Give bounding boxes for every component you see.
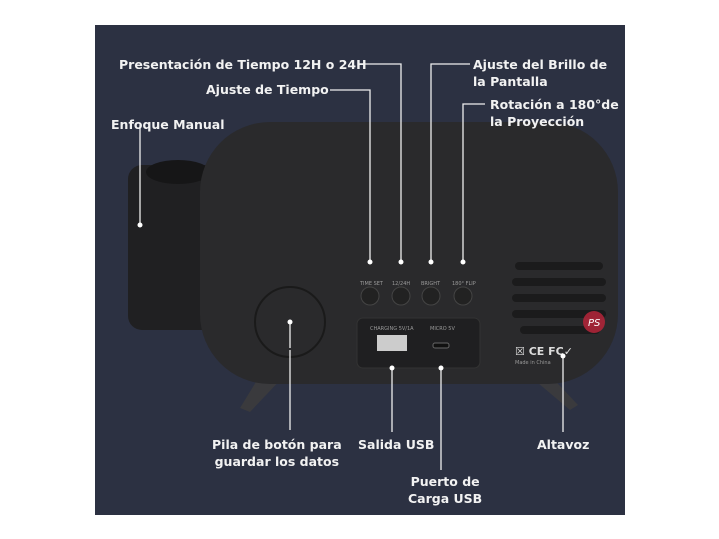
callout-lines [139,63,564,470]
label-rotation-line2: la Proyección [490,114,585,129]
label-brightness: Ajuste del Brillo de la Pantalla [473,56,607,90]
label-usb-out: Salida USB [358,437,435,452]
lens-housing [128,165,218,330]
micro-usb-port [432,342,450,349]
flip-button [453,286,473,306]
svg-text:180° FLIP: 180° FLIP [452,281,476,287]
label-charging-port: Puerto de Carga USB [408,473,482,507]
label-brightness-line1: Ajuste del Brillo de [473,57,608,72]
time-set-button [360,286,380,306]
watermark: PS [588,318,601,329]
format-button [391,286,411,306]
label-rotation-line1: Rotación a 180°de [490,97,619,112]
label-speaker: Altavoz [537,437,590,452]
usb-port [377,335,407,351]
label-rotation: Rotación a 180°de la Proyección [490,96,619,130]
label-charging-line1: Puerto de [410,474,480,489]
svg-text:☒ CE FC✓: ☒ CE FC✓ [515,345,573,358]
label-brightness-line2: la Pantalla [473,74,548,89]
bright-button [421,286,441,306]
projector-body [200,122,618,384]
label-battery: Pila de botón para guardar los datos [212,436,342,470]
svg-text:12/24H: 12/24H [392,281,410,287]
svg-text:MICRO 5V: MICRO 5V [430,326,455,332]
label-time-format: Presentación de Tiempo 12H o 24H [119,57,367,72]
label-charging-line2: Carga USB [408,491,483,506]
label-manual-focus: Enfoque Manual [111,117,225,132]
svg-text:CHARGING 5V/1A: CHARGING 5V/1A [370,326,414,332]
label-time-set: Ajuste de Tiempo [206,82,329,97]
speaker-grille [512,262,606,334]
svg-text:Made in China: Made in China [515,360,551,366]
svg-text:BRIGHT: BRIGHT [421,281,441,287]
label-battery-line2: guardar los datos [214,454,340,469]
svg-text:TIME SET: TIME SET [359,281,384,287]
label-battery-line1: Pila de botón para [212,437,342,452]
